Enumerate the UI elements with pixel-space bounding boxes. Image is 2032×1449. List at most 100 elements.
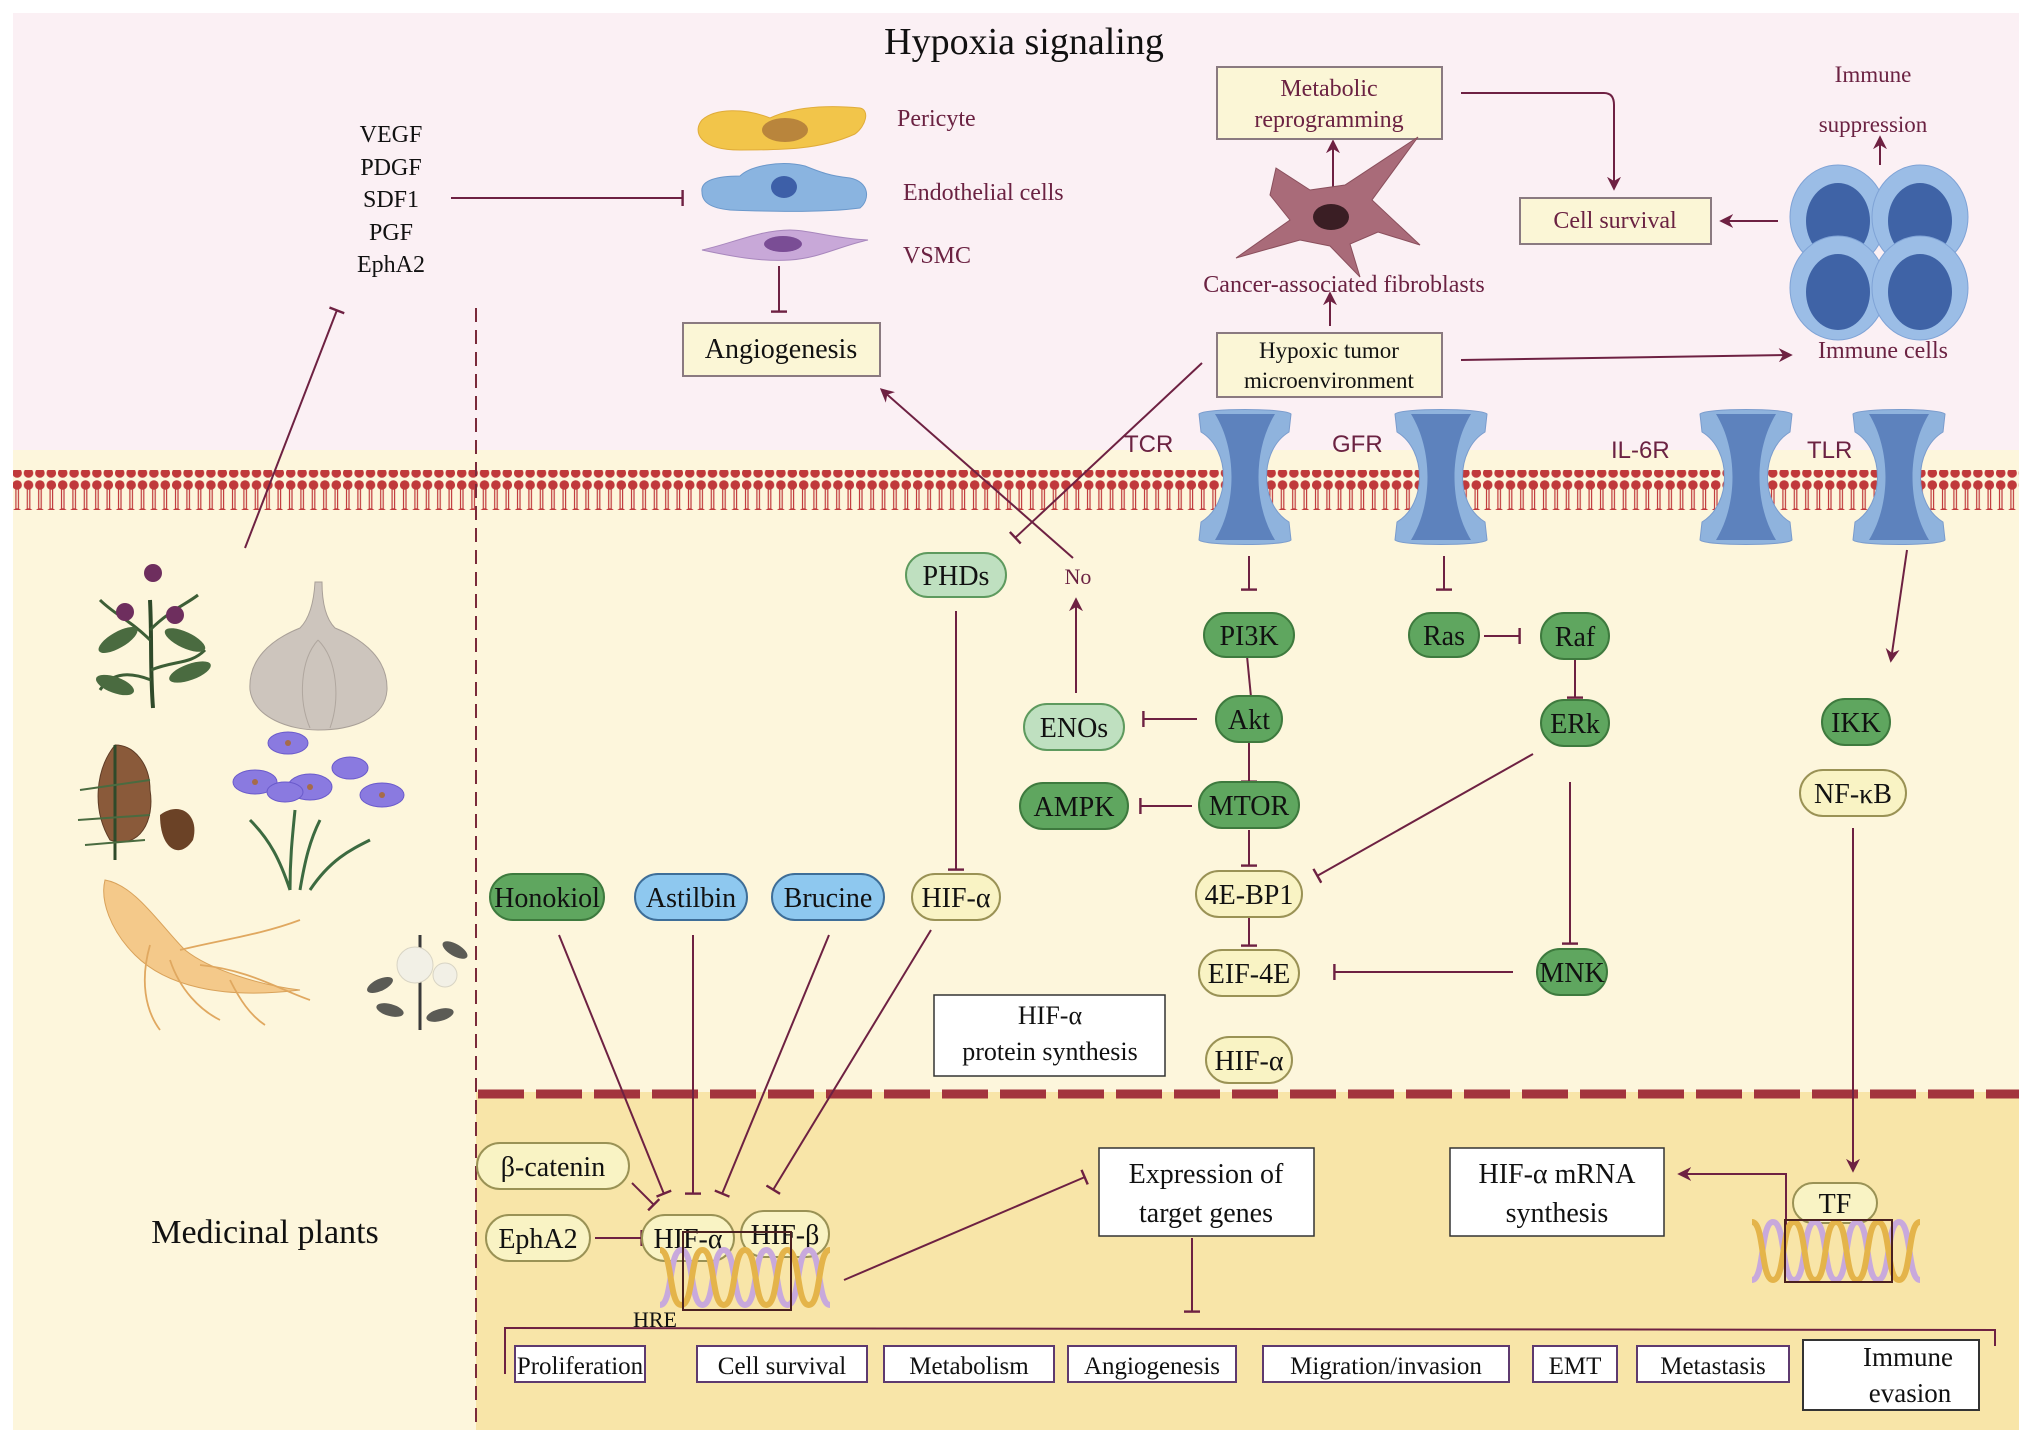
node-bcatenin: β-catenin (476, 1142, 630, 1190)
growth-factor: PDGF (360, 155, 421, 181)
inhibit-plants-to-gf (244, 306, 345, 549)
mrna-line1: HIF-α mRNA (1478, 1159, 1636, 1190)
node-label: Ras (1423, 621, 1465, 652)
node-label: IKK (1831, 708, 1881, 739)
angiogenesis-label: Angiogenesis (705, 334, 857, 365)
node-label: ENOs (1040, 713, 1108, 744)
outcome-box: Metabolism (883, 1345, 1055, 1383)
inhibit-erk-to-4ebp1 (1312, 753, 1534, 884)
outcome-box: Cell survival (696, 1345, 868, 1383)
node-epha2: EphA2 (485, 1214, 591, 1262)
garlic-bulb (249, 581, 388, 731)
outcome-label: Proliferation (517, 1353, 644, 1380)
node-hif-a-cyto: HIF-α (911, 873, 1001, 921)
node-nfkb: NF-κB (1799, 769, 1907, 817)
node-ikk: IKK (1821, 698, 1891, 746)
expression-line2: target genes (1139, 1198, 1273, 1229)
outcome-box: Migration/invasion (1262, 1345, 1510, 1383)
arrow-metabolic-to-survival (1461, 92, 1621, 191)
node-raf: Raf (1540, 612, 1610, 660)
node-label: PHDs (923, 561, 990, 592)
medicinal-plants-label: Medicinal plants (151, 1214, 379, 1251)
hre-dna-helix (658, 1246, 832, 1309)
receptor-tcr (1198, 409, 1292, 545)
inhibit-bcatenin-to-hif (631, 1182, 661, 1212)
arrow-tlr-to-ikk (1885, 549, 1908, 663)
node-label: AMPK (1034, 792, 1115, 823)
pericyte-label: Pericyte (897, 106, 976, 132)
outcome-label-line1: Immune (1863, 1342, 1953, 1372)
extracellular-region (13, 13, 2019, 450)
node-label: EIF-4E (1208, 959, 1290, 990)
node-honokiol: Honokiol (489, 873, 605, 921)
expression-target-genes-box: Expression of target genes (1098, 1147, 1315, 1237)
outcome-label: Metabolism (909, 1353, 1029, 1380)
receptor-label-gfr: GFR (1332, 431, 1383, 458)
inhibit-hypoxic-to-phds (1008, 362, 1203, 545)
hypoxic-label-line2: microenvironment (1244, 368, 1415, 393)
growth-factor: EphA2 (357, 252, 425, 278)
milk-thistle-plant (96, 564, 211, 709)
hif-protein-synthesis-box: HIF-α protein synthesis (933, 994, 1166, 1077)
inhibit-honokiol-to-hif (558, 934, 672, 1198)
endothelial-label: Endothelial cells (903, 180, 1064, 206)
receptor-label-il6r: IL-6R (1611, 437, 1670, 464)
node-phds: PHDs (905, 552, 1007, 598)
immune-cells-label: Immune cells (1818, 338, 1948, 364)
outcome-box: EMT (1532, 1345, 1618, 1383)
immune-suppression-line1: Immune (1835, 62, 1912, 87)
node-tf: TF (1792, 1182, 1878, 1224)
node-eif4e: EIF-4E (1198, 949, 1300, 997)
node-label: Raf (1555, 622, 1596, 653)
node-mtor: MTOR (1198, 781, 1300, 829)
node-astilbin: Astilbin (634, 873, 748, 921)
left-panel-lower (13, 1092, 476, 1430)
receptors (1198, 409, 1946, 545)
receptor-gfr (1394, 409, 1488, 545)
metabolic-label-line2: reprogramming (1254, 107, 1403, 133)
medicinal-plants-illustration (77, 564, 468, 1031)
node-label: 4E-BP1 (1205, 880, 1294, 911)
vsmc-cell (701, 229, 869, 261)
node-erk: ERk (1540, 699, 1610, 747)
receptor-tlr (1852, 409, 1946, 545)
node-hif-a-small: HIF-α (1205, 1036, 1293, 1084)
outcome-label-line2: evasion (1869, 1378, 1952, 1408)
outcome-label: Cell survival (718, 1353, 847, 1380)
arrow-tf-to-mrna (1677, 1167, 1787, 1236)
node-label: EphA2 (498, 1224, 577, 1255)
receptor-label-tlr: TLR (1807, 437, 1852, 464)
white-flower-plant (367, 935, 468, 1030)
immune-suppression-line2: suppression (1819, 112, 1928, 137)
node-enos: ENOs (1023, 703, 1125, 751)
outcome-box-immune-evasion: Immune evasion (1802, 1339, 1980, 1411)
node-label: ERk (1550, 709, 1600, 740)
outcome-bracket (504, 1326, 1996, 1374)
receptor-il6r (1699, 409, 1793, 545)
hif-protein-line2: protein synthesis (962, 1037, 1138, 1066)
cell-survival-label: Cell survival (1553, 208, 1677, 234)
outcome-label: Migration/invasion (1290, 1353, 1482, 1380)
node-label: HIF-α (1214, 1046, 1283, 1077)
tf-bracket (1784, 1219, 1893, 1283)
node-label: Brucine (784, 883, 873, 914)
node-label: TF (1819, 1189, 1852, 1220)
inhibit-brucine-to-hif (714, 934, 830, 1198)
expression-line1: Expression of (1129, 1159, 1284, 1190)
node-label: HIF-α (921, 883, 990, 914)
node-label: PI3K (1219, 621, 1278, 652)
outcome-label: Metastasis (1660, 1353, 1766, 1380)
growth-factor: PGF (369, 220, 413, 246)
node-label: MNK (1539, 958, 1604, 989)
endothelial-cell (701, 163, 868, 212)
metabolic-label-line1: Metabolic (1280, 76, 1377, 102)
immune-cells-cluster (1789, 164, 1969, 341)
cell-membrane (13, 470, 2019, 510)
node-mnk: MNK (1536, 948, 1608, 996)
hre-bracket (682, 1231, 792, 1311)
hypoxic-label-line1: Hypoxic tumor (1259, 338, 1399, 363)
node-label: NF-κB (1814, 779, 1892, 810)
node-label: β-catenin (501, 1152, 605, 1183)
